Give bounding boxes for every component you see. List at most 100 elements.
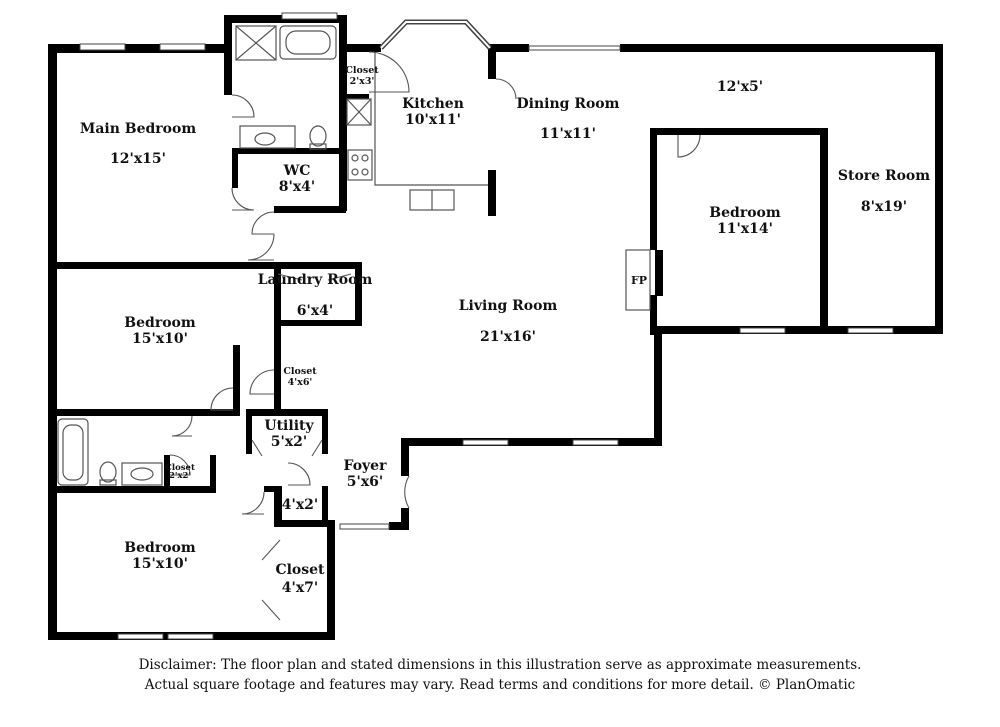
wall-kitchen-north-b <box>488 44 529 52</box>
label-laundry-name: Laundry Room <box>258 272 373 288</box>
bathtub-icon <box>279 25 337 60</box>
wall-bed-east-south <box>650 326 828 334</box>
wall-north-main <box>48 44 231 53</box>
wall-living-south <box>401 438 662 446</box>
label-fireplace: FP <box>631 274 647 287</box>
sink-icon <box>121 462 163 486</box>
window <box>117 633 164 640</box>
door-icon <box>210 387 234 411</box>
label-closet-mid-name: Closet <box>283 366 317 377</box>
wall-closet-south-east <box>327 520 335 640</box>
label-wc-name: WC <box>283 163 311 179</box>
windows <box>79 12 894 640</box>
label-wc-dim: 8'x4' <box>279 179 315 195</box>
door-icon <box>368 51 410 93</box>
wall-west <box>48 44 57 639</box>
label-closet-south-dim: 4'x7' <box>282 580 318 596</box>
wall-linen-south <box>274 520 328 527</box>
disclaimer-line-1: Disclaimer: The floor plan and stated di… <box>138 657 862 673</box>
label-kitchen-dim: 10'x11' <box>405 112 461 128</box>
wall-laundry-east <box>355 262 362 325</box>
wall-bed-south-north <box>264 486 282 492</box>
wall-laundry-west <box>274 262 281 415</box>
stove-icon <box>347 149 373 181</box>
label-store-dim: 8'x19' <box>861 199 907 215</box>
kitchen-bay-window <box>379 19 492 50</box>
sink-icon <box>239 125 296 149</box>
label-utility-name: Utility <box>264 418 314 434</box>
label-closet-south-name: Closet <box>275 562 325 578</box>
label-porch-dim: 12'x5' <box>717 79 763 95</box>
label-linen-dim: 4'x2' <box>282 497 318 513</box>
wall-utility-north <box>246 409 328 416</box>
window <box>281 12 338 20</box>
shower-icon <box>235 25 277 61</box>
doors <box>169 51 701 621</box>
wall-wc-south <box>274 206 346 213</box>
room-labels: Main Bedroom 12'x15' Closet 2'x3' Kitche… <box>80 65 930 596</box>
bathtub-icon <box>57 418 89 486</box>
door-icon <box>495 78 517 100</box>
toilet-icon <box>309 125 327 147</box>
door-icon <box>231 94 255 118</box>
wall-closet-small-west <box>164 455 170 493</box>
label-bedroom-mid-name: Bedroom <box>124 315 196 331</box>
window <box>739 327 786 334</box>
fireplace-icon <box>625 249 651 311</box>
wall-kitchen-east-a <box>488 44 496 79</box>
wall-linen-east <box>322 486 328 526</box>
window <box>167 633 214 640</box>
label-foyer-name: Foyer <box>344 458 388 474</box>
label-closet-small-name: Closet <box>165 463 195 473</box>
wall-north-east <box>620 44 943 52</box>
label-main-bedroom-dim: 12'x15' <box>110 151 166 167</box>
window <box>79 43 126 51</box>
wall-bath-wc <box>232 148 339 154</box>
wall-bed-east-north <box>650 128 828 135</box>
door-icon <box>241 491 265 515</box>
window <box>847 327 894 334</box>
wall-bath-east <box>339 15 347 211</box>
wall-wc-west <box>232 148 238 188</box>
window <box>159 43 206 51</box>
wall-bath-west <box>224 15 232 95</box>
label-closet-main-name: Closet <box>345 65 379 76</box>
window <box>528 45 621 51</box>
door-icon <box>251 439 323 457</box>
wall-bed-east-west-a <box>650 128 657 250</box>
door-icon <box>251 211 275 235</box>
pantry-icon <box>346 98 372 126</box>
wall-closet-sep <box>339 94 369 99</box>
door-icon <box>247 233 275 261</box>
door-icon <box>404 475 410 509</box>
window <box>462 439 509 446</box>
door-icon <box>231 187 255 211</box>
label-laundry-dim: 6'x4' <box>297 303 333 319</box>
label-closet-small-dim: 2'x2' <box>169 471 191 481</box>
label-closet-mid-dim: 4'x6' <box>288 377 313 388</box>
fixtures <box>57 25 651 486</box>
label-bedroom-east-dim: 11'x14' <box>717 221 773 237</box>
wall-bed-mid-north <box>48 262 274 269</box>
label-dining-name: Dining Room <box>517 96 620 112</box>
disclaimer-line-2: Actual square footage and features may v… <box>144 677 856 693</box>
label-bedroom-east-name: Bedroom <box>709 205 781 221</box>
wall-bed-mid-east <box>233 345 240 416</box>
label-utility-dim: 5'x2' <box>271 434 307 450</box>
wall-linen-west <box>274 486 282 526</box>
label-bedroom-mid-dim: 15'x10' <box>132 331 188 347</box>
label-dining-dim: 11'x11' <box>540 126 596 142</box>
label-kitchen-name: Kitchen <box>402 96 464 112</box>
door-icon <box>261 539 281 621</box>
wall-store-west <box>820 128 828 333</box>
label-bedroom-south-dim: 15'x10' <box>132 556 188 572</box>
label-bedroom-south-name: Bedroom <box>124 540 196 556</box>
wall-foyer-east-b <box>401 508 409 530</box>
wall-foyer-east-a <box>401 438 409 476</box>
wall-laundry-south <box>274 320 362 326</box>
window <box>339 523 390 530</box>
wall-bed-mid-south <box>48 409 234 416</box>
label-living-dim: 21'x16' <box>480 329 536 345</box>
wall-kitchen-east-b <box>488 170 496 216</box>
label-main-bedroom-name: Main Bedroom <box>80 121 197 137</box>
